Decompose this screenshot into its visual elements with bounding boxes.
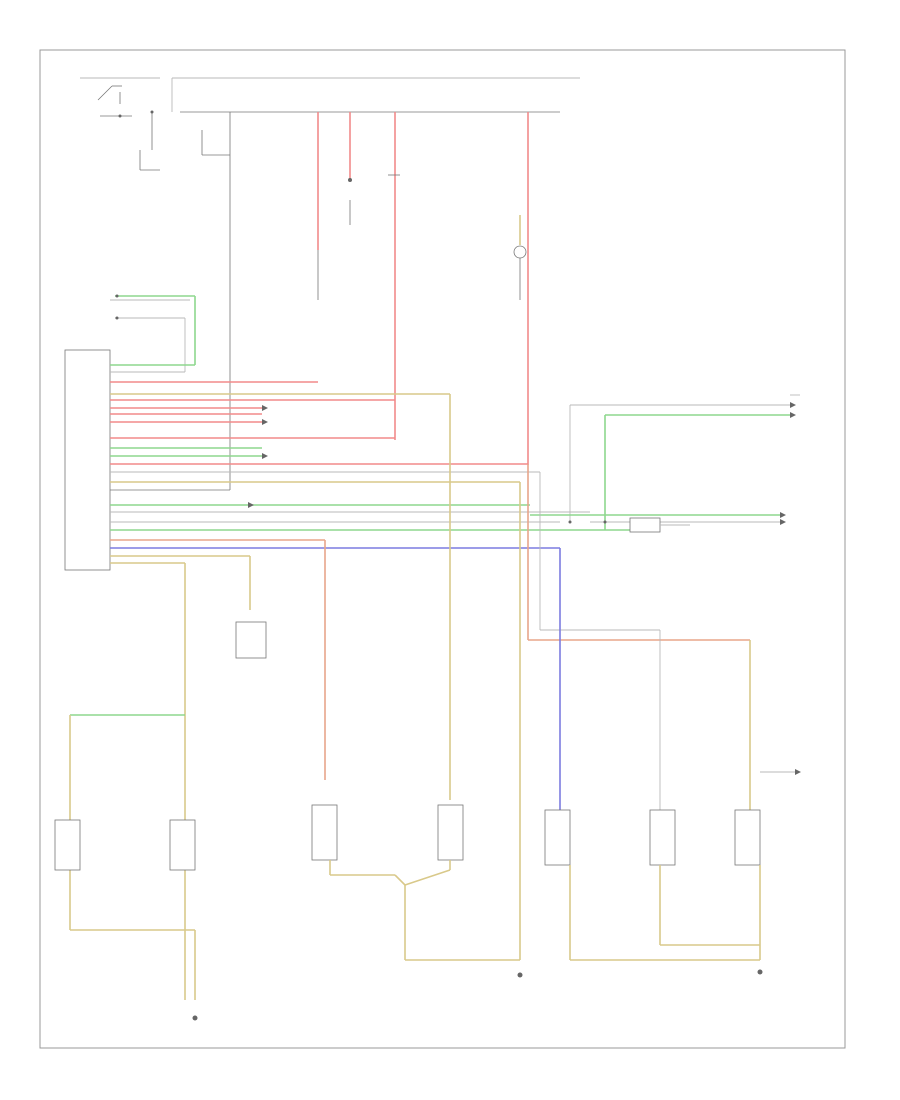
fuse-feeds <box>201 112 529 490</box>
right-switches <box>544 769 801 975</box>
wire-arrows <box>248 405 268 508</box>
diagram-frame <box>39 49 846 1049</box>
right-horizontal-wires <box>530 512 786 533</box>
left-switches <box>54 714 198 1021</box>
top-power-bus <box>80 77 580 113</box>
module-connector <box>64 349 111 571</box>
relay-box <box>235 621 267 659</box>
middle-switches <box>311 804 523 978</box>
connector-pin-wires <box>110 364 640 564</box>
vertical-drops <box>184 394 751 1000</box>
ignition-switch <box>97 85 160 171</box>
right-module <box>569 394 800 530</box>
